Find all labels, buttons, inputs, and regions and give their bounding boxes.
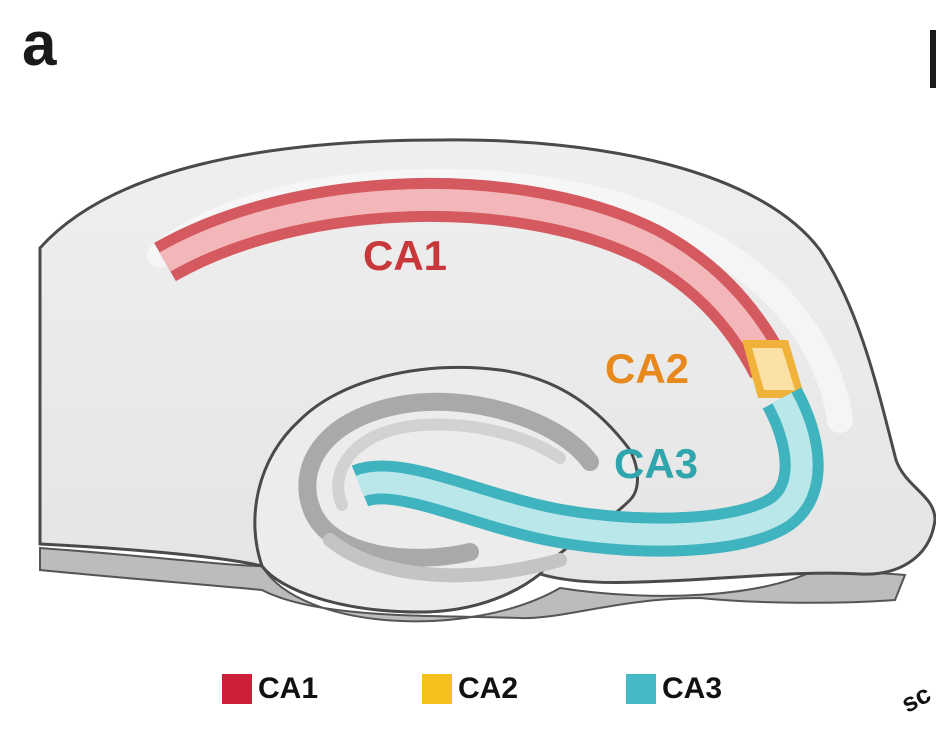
panel-label: a <box>22 10 57 79</box>
adjacent-panel-label-edge <box>930 30 936 88</box>
legend-item-ca3: CA3 <box>626 672 722 706</box>
legend: CA1 CA2 CA3 <box>0 672 936 722</box>
dentate-gyrus-band <box>298 392 599 567</box>
legend-label-ca1: CA1 <box>258 672 319 705</box>
dentate-gyrus-inner <box>332 418 566 511</box>
ca2-label: CA2 <box>605 345 689 392</box>
ca2-band-core <box>752 348 795 390</box>
legend-label-ca2: CA2 <box>458 672 519 705</box>
ca1-label: CA1 <box>363 232 447 279</box>
legend-swatch-ca2 <box>422 674 452 704</box>
legend-item-ca1: CA1 <box>222 672 318 706</box>
ca3-band-core <box>355 392 813 546</box>
legend-label-ca3: CA3 <box>662 672 723 705</box>
ca3-label: CA3 <box>614 440 698 487</box>
base-shadow <box>39 546 907 623</box>
ca1-band-core <box>159 188 780 374</box>
legend-item-ca2: CA2 <box>422 672 518 706</box>
legend-swatch-ca3 <box>626 674 656 704</box>
dentate-gyrus-lower <box>323 533 567 583</box>
legend-swatch-ca1 <box>222 674 252 704</box>
